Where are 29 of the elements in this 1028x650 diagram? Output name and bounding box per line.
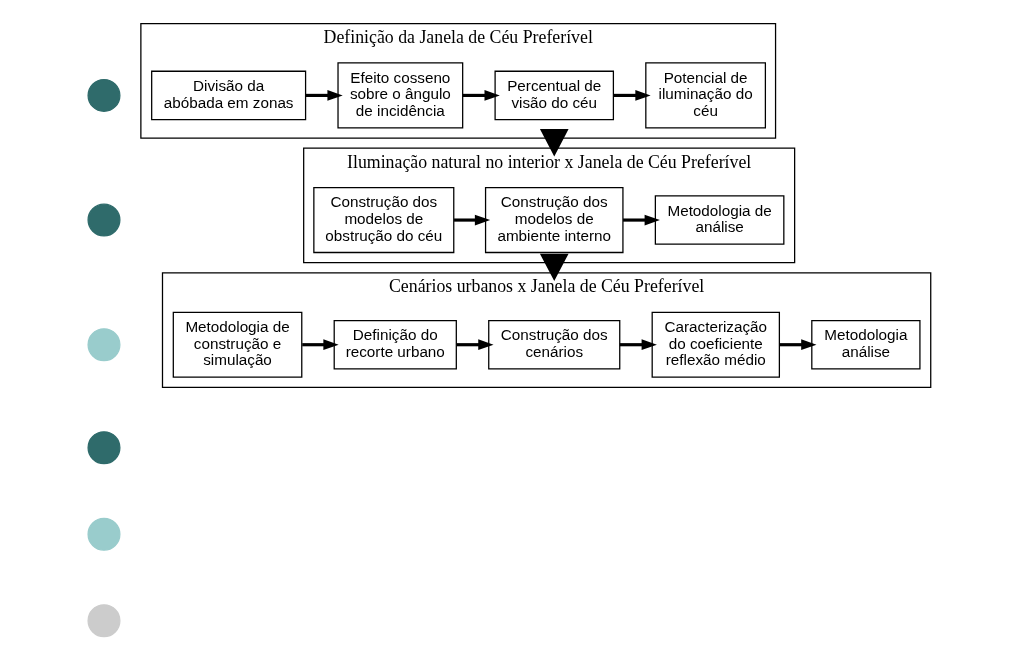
- arrow: [453, 214, 490, 226]
- arrow: [539, 253, 569, 282]
- node-box: Divisão da abóbada em zonas: [150, 70, 306, 121]
- node-box: Potencial de iluminação do céu: [644, 62, 766, 129]
- arrow: [462, 90, 500, 101]
- arrow: [622, 214, 660, 226]
- node-box: Construção dos cenários: [487, 319, 620, 370]
- node-circle: [86, 517, 121, 551]
- node-circle: [86, 203, 121, 237]
- node-box: Metodologia de construção e simulação: [172, 311, 302, 378]
- node-circle: [86, 78, 121, 112]
- node-circle: [86, 604, 121, 638]
- node-box: Efeito cosseno sobre o ângulo de incidência: [336, 62, 463, 129]
- arrow: [619, 339, 657, 351]
- arrow: [305, 90, 343, 101]
- arrow: [613, 90, 651, 101]
- node-box: Construção dos modelos de ambiente interno: [484, 187, 624, 254]
- node-box: Metodologia de análise: [654, 195, 784, 245]
- arrow: [456, 339, 494, 351]
- node-box: Percentual de visão do céu: [493, 70, 614, 121]
- arrow: [301, 339, 339, 351]
- node-circle: [86, 328, 121, 362]
- node-box: Caracterização do coeficiente reflexão médio: [651, 311, 780, 378]
- arrow: [779, 339, 816, 351]
- node-box: Metodologia análise: [810, 319, 921, 370]
- node-circle: [86, 431, 121, 465]
- node-box: Construção dos modelos de obstrução do céu: [312, 187, 454, 254]
- node-box: Definição do recorte urbano: [333, 319, 457, 370]
- arrow: [539, 129, 569, 157]
